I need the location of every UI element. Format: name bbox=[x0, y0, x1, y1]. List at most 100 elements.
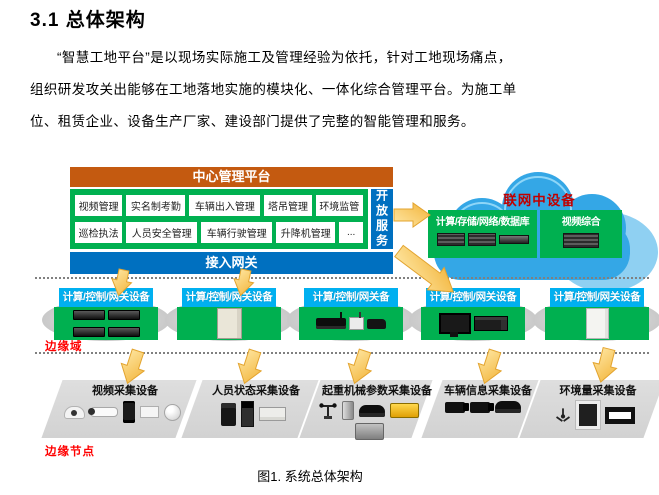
control-cabinet-icon bbox=[216, 308, 242, 339]
module-cell: 视频管理 bbox=[75, 195, 123, 216]
sensor-box-icon bbox=[354, 423, 384, 440]
compute-storage-box: 计算/存储/网络/数据库 bbox=[428, 210, 537, 258]
paragraph-line: 组织研发攻关出能够在工地落地实施的模块化、一体化综合管理平台。为施工单 bbox=[30, 82, 517, 97]
device-group-video: 视频采集设备 bbox=[41, 380, 197, 438]
gateway-router-icon bbox=[316, 312, 346, 329]
edge-gateway-box-5: 计算/控制/网关设备 bbox=[533, 288, 659, 344]
rack-server-icon bbox=[107, 310, 140, 320]
obd-unit-icon bbox=[495, 401, 521, 413]
edge-gateway-box-2: 计算/控制/网关设备 bbox=[165, 288, 293, 344]
card-reader-icon bbox=[258, 407, 286, 421]
device-group-title: 人员状态采集设备 bbox=[212, 385, 300, 397]
industrial-pc-icon bbox=[473, 316, 508, 331]
cloud-edge-divider bbox=[35, 277, 649, 279]
device-group-title: 环境量采集设备 bbox=[559, 385, 637, 397]
face-terminal-icon bbox=[240, 401, 254, 427]
edge-box-header: 计算/控制/网关设备 bbox=[426, 288, 520, 307]
module-cell: 实名制考勤 bbox=[126, 195, 186, 216]
vehicle-camera-icon bbox=[445, 401, 469, 413]
vehicle-camera-icon bbox=[470, 401, 494, 413]
device-group-icons bbox=[432, 401, 528, 413]
adapter-pod-icon bbox=[367, 318, 386, 329]
device-group-environment: 环境量采集设备 bbox=[519, 380, 659, 438]
display-unit-icon bbox=[359, 404, 385, 417]
wind-sensor-icon bbox=[556, 407, 570, 422]
edge-node-label: 边缘节点 bbox=[45, 446, 95, 458]
rack-server-icon bbox=[107, 327, 140, 337]
compute-storage-label: 计算/存储/网络/数据库 bbox=[435, 217, 530, 228]
edge-node-divider bbox=[35, 352, 649, 354]
central-platform: 中心管理平台 视频管理 实名制考勤 车辆出入管理 塔吊管理 环境监管 巡检执法 … bbox=[70, 167, 393, 274]
dust-monitor-icon bbox=[605, 406, 635, 424]
module-cell: 升降机管理 bbox=[276, 222, 336, 243]
video-aggregation-label: 视频综合 bbox=[561, 217, 601, 228]
bullet-camera-icon bbox=[87, 407, 118, 417]
device-group-title: 起重机械参数采集设备 bbox=[322, 385, 432, 397]
video-aggregation-icons bbox=[540, 233, 622, 248]
paragraph-line: “智慧工地平台”是以现场实际施工及管理经验为依托，针对工地现场痛点， bbox=[57, 50, 512, 65]
edge-gateway-box-4: 计算/控制/网关设备 bbox=[409, 288, 537, 344]
video-aggregation-box: 视频综合 bbox=[540, 210, 622, 258]
module-cell: 环境监管 bbox=[315, 195, 363, 216]
module-grid: 视频管理 实名制考勤 车辆出入管理 塔吊管理 环境监管 巡检执法 人员安全管理 … bbox=[70, 189, 368, 249]
device-group-icons bbox=[52, 401, 186, 423]
box-camera-icon bbox=[139, 406, 159, 418]
platform-title-bar: 中心管理平台 bbox=[70, 167, 393, 187]
edge-box-header: 计算/控制/网关设备 bbox=[59, 288, 153, 307]
module-cell: 塔吊管理 bbox=[264, 195, 312, 216]
rack-server-icon bbox=[563, 233, 599, 248]
edge-gateway-box-3: 计算/控制/网关备 bbox=[287, 288, 415, 344]
cloud-title: 联网中设备 bbox=[503, 193, 576, 208]
figure-caption: 图1. 系统总体架构 bbox=[257, 469, 363, 484]
open-services-bar: 开放服务 bbox=[371, 189, 393, 249]
hoist-limiter-icon bbox=[390, 403, 419, 418]
device-group-title: 车辆信息采集设备 bbox=[444, 385, 532, 397]
module-cell: 巡检执法 bbox=[75, 222, 123, 243]
device-group-icons bbox=[530, 401, 654, 429]
monitor-icon bbox=[438, 313, 471, 337]
edge-box-devices bbox=[299, 307, 403, 340]
body-paragraph: “智慧工地平台”是以现场实际施工及管理经验为依托，针对工地现场痛点， 组织研发攻… bbox=[30, 42, 636, 138]
antenna-box-icon bbox=[349, 312, 364, 330]
edge-box-header: 计算/控制/网关设备 bbox=[182, 288, 276, 307]
module-row: 巡检执法 人员安全管理 车辆行驶管理 升降机管理 ... bbox=[75, 222, 363, 243]
device-group-title: 视频采集设备 bbox=[92, 385, 158, 397]
anemometer-icon bbox=[319, 403, 337, 419]
compute-storage-icons bbox=[428, 233, 537, 246]
device-group-personnel: 人员状态采集设备 bbox=[181, 380, 319, 438]
networked-devices-cloud: 联网中设备 计算/存储/网络/数据库 视频综合 bbox=[420, 170, 659, 297]
device-group-icons bbox=[310, 401, 422, 440]
platform-modules-area: 视频管理 实名制考勤 车辆出入管理 塔吊管理 环境监管 巡检执法 人员安全管理 … bbox=[70, 189, 393, 249]
rack-server-icon bbox=[467, 233, 496, 246]
device-group-vehicle: 车辆信息采集设备 bbox=[421, 380, 539, 438]
module-row: 视频管理 实名制考勤 车辆出入管理 塔吊管理 环境监管 bbox=[75, 195, 363, 216]
section-heading: 3.1 总体架构 bbox=[30, 10, 146, 31]
blade-server-icon bbox=[436, 233, 465, 246]
edge-box-devices bbox=[177, 307, 281, 340]
ptz-camera-icon bbox=[163, 403, 181, 421]
device-group-icons bbox=[192, 401, 308, 427]
edge-box-header: 计算/控制/网关设备 bbox=[550, 288, 644, 307]
control-cabinet-icon bbox=[585, 308, 609, 339]
module-cell: 人员安全管理 bbox=[126, 222, 198, 243]
flat-server-icon bbox=[498, 235, 529, 244]
smartphone-icon bbox=[122, 401, 135, 423]
edge-box-devices bbox=[54, 307, 158, 340]
module-cell: 车辆出入管理 bbox=[189, 195, 261, 216]
device-group-crane: 起重机械参数采集设备 bbox=[299, 380, 433, 440]
solar-panel-icon bbox=[576, 401, 600, 429]
edge-box-devices bbox=[421, 307, 525, 340]
edge-box-devices bbox=[545, 307, 649, 340]
paragraph-line: 位、租赁企业、设备生产厂家、建设部门提供了完整的智能管理和服务。 bbox=[30, 114, 475, 129]
dome-camera-icon bbox=[63, 405, 85, 419]
module-cell: ... bbox=[339, 222, 363, 243]
sensor-stack-icon bbox=[342, 401, 354, 420]
module-cell: 车辆行驶管理 bbox=[201, 222, 273, 243]
edge-domain-label: 边缘域 bbox=[45, 341, 83, 353]
access-reader-icon bbox=[220, 402, 236, 426]
edge-gateway-box-1: 计算/控制/网关设备 bbox=[42, 288, 170, 344]
access-gateway-bar: 接入网关 bbox=[70, 252, 393, 274]
rack-server-icon bbox=[72, 327, 105, 337]
edge-box-header: 计算/控制/网关备 bbox=[304, 288, 398, 307]
